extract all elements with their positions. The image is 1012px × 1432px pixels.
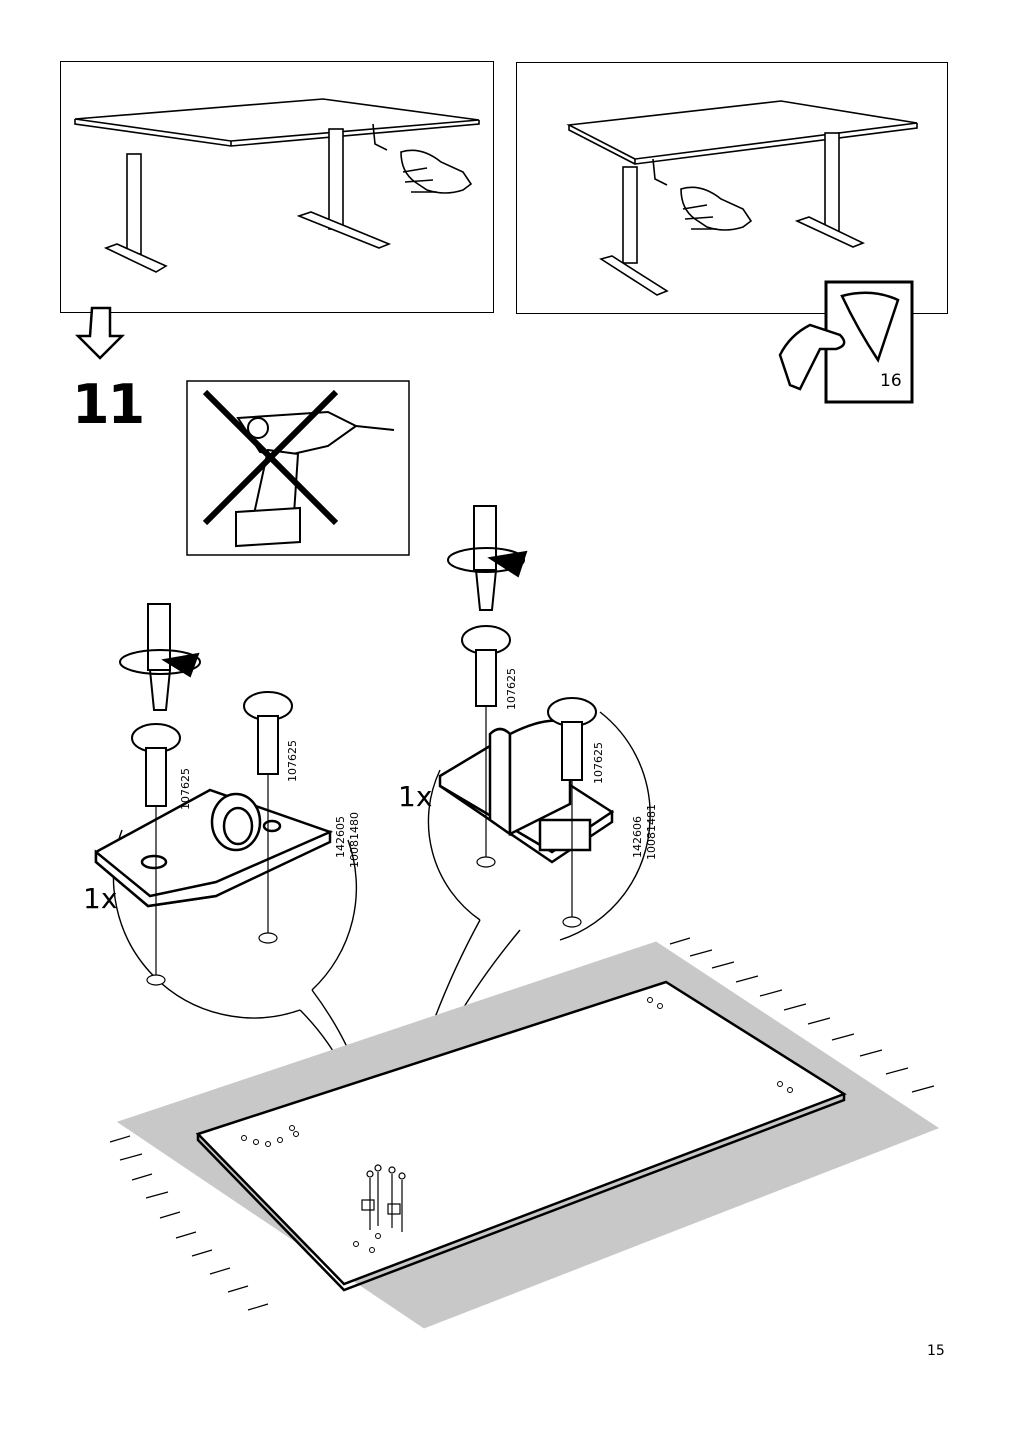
step-number: 11	[72, 373, 145, 436]
right-part-code-a: 142606	[631, 816, 644, 858]
desk-illustration-right	[566, 100, 918, 296]
left-part-code-b: 10081480	[348, 812, 361, 868]
desk-crank-panel-left	[60, 61, 494, 313]
down-arrow-icon	[74, 306, 126, 360]
left-screw-code-b: 107625	[286, 740, 299, 782]
no-power-drill-icon	[186, 380, 410, 556]
right-bracket-quantity: 1x	[398, 780, 433, 813]
screw	[131, 625, 597, 807]
right-screw-code-a: 107625	[505, 668, 518, 710]
page-number: 15	[927, 1343, 945, 1359]
turn-page-icon	[778, 280, 914, 404]
tabletop	[195, 980, 847, 1292]
left-bracket	[94, 788, 334, 908]
screwdriver-left	[119, 603, 201, 711]
desk-crank-panel-right	[516, 62, 948, 314]
left-bracket-quantity: 1x	[83, 882, 118, 915]
right-part-code-b: 10081481	[645, 804, 658, 860]
right-bracket	[438, 719, 615, 864]
screwdriver-right	[447, 505, 528, 611]
left-part-code-a: 142605	[334, 816, 347, 858]
left-screw-code-a: 107625	[179, 768, 192, 810]
right-screw-code-b: 107625	[592, 742, 605, 784]
reference-page-number: 16	[880, 371, 902, 391]
desk-illustration-left	[74, 98, 480, 273]
